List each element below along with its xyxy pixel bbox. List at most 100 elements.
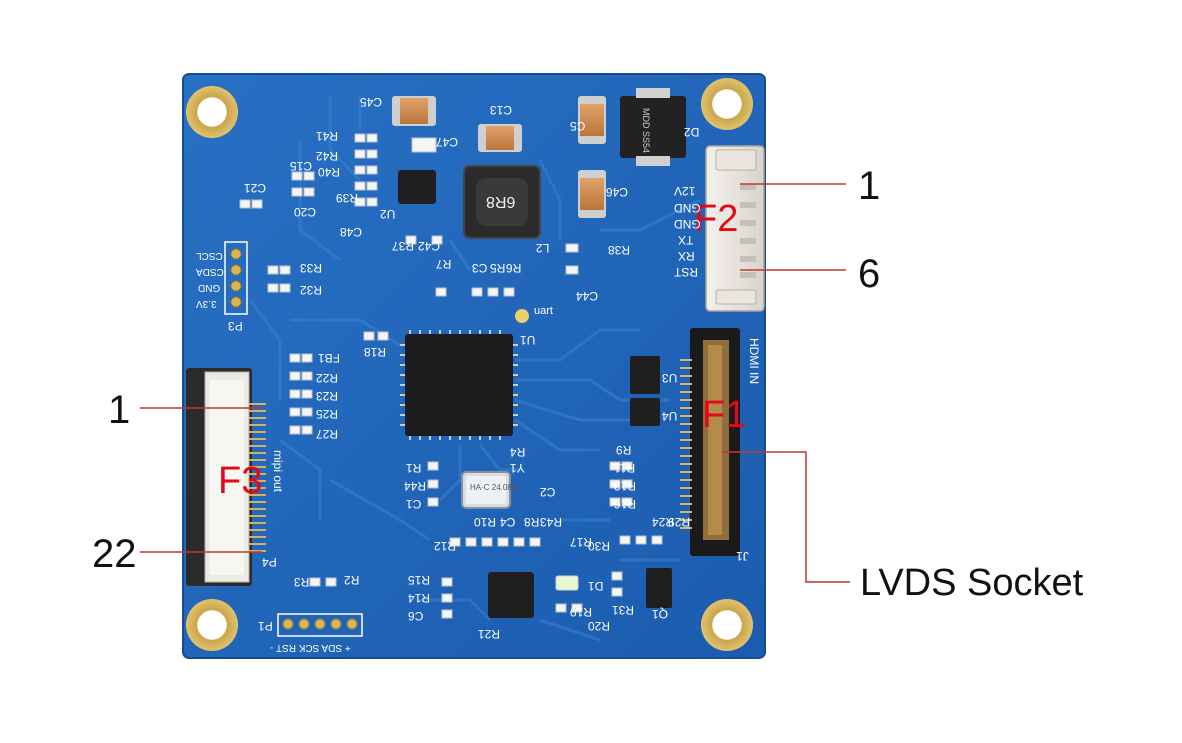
silk-ref-r23: R23 <box>316 389 339 403</box>
uart-testpad <box>515 309 529 323</box>
silk-ref-c45: C45 <box>360 95 383 109</box>
silk-ref-r9: R9 <box>616 443 632 457</box>
silk-ref-c48: C48 <box>340 225 363 239</box>
silk-ref-c13: C13 <box>490 103 513 117</box>
f2-pin-1-callout: 1 <box>858 164 881 208</box>
silk-ref-p4: P4 <box>262 555 277 569</box>
f2-label: F2 <box>694 198 739 240</box>
capacitor-c46 <box>578 170 606 218</box>
silk-ref-c3: C3 <box>472 261 488 275</box>
silk-ref-r25: R25 <box>316 407 339 421</box>
silk-ref-r19: R19 <box>570 605 593 619</box>
capacitor-c13 <box>478 124 522 152</box>
silk-ref-fb1: FB1 <box>318 351 341 365</box>
capacitor-c45 <box>392 96 436 126</box>
silk-ref-c44: C44 <box>576 289 599 303</box>
silk-mipi-out: mipi out <box>271 450 285 493</box>
silk-ref-r32: R32 <box>300 283 323 297</box>
silk-p1: P1 <box>258 619 273 633</box>
regulator-u2 <box>398 170 436 204</box>
silk-ref-r42: R42 <box>316 149 339 163</box>
mount-hole-br <box>701 599 753 651</box>
silk-ref-c20: C20 <box>294 205 317 219</box>
silk-hdmi-in: HDMI IN <box>747 338 761 384</box>
silk-ref-r33: R33 <box>300 261 323 275</box>
silk-ref-c42: C42 <box>418 239 441 253</box>
transistor-q1 <box>646 568 672 608</box>
silk-crystal: HA-C 24.0858 <box>470 483 521 492</box>
silk-ref-r11: R11 <box>614 461 636 475</box>
silk-ref-r21: R21 <box>478 627 501 641</box>
smd-passives <box>239 133 663 619</box>
lvds-socket-callout: LVDS Socket <box>860 562 1084 604</box>
silk-ref-r7: R7 <box>436 257 452 271</box>
diode-d2 <box>620 96 686 158</box>
f1-label: F1 <box>702 394 747 436</box>
silk-uart-tx: TX <box>678 233 694 247</box>
inductor-l2 <box>463 165 541 239</box>
header-p3 <box>230 248 242 308</box>
silk-ref-u1: U1 <box>520 333 536 347</box>
silk-uart-rx: RX <box>678 249 695 263</box>
silk-ref-c47: C47 <box>436 135 459 149</box>
silk-ref-c6: C6 <box>408 609 424 623</box>
f3-pin-22-callout: 22 <box>92 532 137 576</box>
silk-p3: P3 <box>228 319 243 333</box>
silk-uart: uart <box>534 305 553 317</box>
silk-ref-r27: R27 <box>316 427 339 441</box>
silk-ref-r24: R24 <box>652 515 675 529</box>
silk-ref-r18: R18 <box>364 345 387 359</box>
silk-ref-u3: U3 <box>662 371 678 385</box>
silk-ref-r38: R38 <box>608 243 631 257</box>
silk-uart-rst: RST <box>674 265 698 279</box>
f3-label: F3 <box>218 460 263 502</box>
silk-p1-pins: + SDA SCK RST - <box>270 642 351 653</box>
silk-ref-c1: C1 <box>406 497 422 511</box>
silk-ref-u2: U2 <box>380 207 396 221</box>
silk-ref-r4: R4 <box>510 445 526 459</box>
crystal-y1 <box>461 471 511 509</box>
f3-connector <box>186 368 266 586</box>
pcb-traces <box>248 95 701 642</box>
silk-uart-gnd1: GND <box>674 201 701 215</box>
silk-ref-c15: C15 <box>290 159 313 173</box>
silk-ref-j1: J1 <box>736 549 749 563</box>
silk-ref-q1: Q1 <box>652 607 669 621</box>
silk-ref-r2: R2 <box>344 573 360 587</box>
callout-lines <box>140 183 850 583</box>
silk-ref-c5: C5 <box>570 119 586 133</box>
silk-diode: MDD SS54 <box>641 108 651 154</box>
silk-ref-r5: R5 <box>490 261 506 275</box>
silk-uart-gnd2: GND <box>674 217 701 231</box>
silk-ref-r13: R13 <box>614 479 637 493</box>
ic-u3 <box>630 356 660 394</box>
silk-p3-33v: 3.3V <box>196 298 217 309</box>
ic-u4 <box>630 398 660 426</box>
mount-hole-tr <box>701 78 753 130</box>
ic-u2-bottom <box>488 572 534 618</box>
capacitor-c5 <box>578 96 606 144</box>
silk-ref-c4: C4 <box>500 515 516 529</box>
silk-ref-d1: D1 <box>588 579 604 593</box>
silk-ref-r8: R8 <box>524 515 540 529</box>
silk-ref-r39: R39 <box>336 191 359 205</box>
silk-ref-r15: R15 <box>408 573 431 587</box>
silk-ref-r41: R41 <box>316 129 339 143</box>
silk-inductor: 6R8 <box>486 193 516 210</box>
silk-ref-r1: R1 <box>406 461 422 475</box>
mount-hole-bl <box>186 599 238 651</box>
f3-pin-1-callout: 1 <box>108 388 131 432</box>
silk-p3-gnd: GND <box>198 282 221 293</box>
lvds-socket <box>680 328 740 556</box>
silk-ref-r17: R17 <box>570 535 593 549</box>
silk-ref-r44: R44 <box>404 479 427 493</box>
silk-ref-r14: R14 <box>408 591 431 605</box>
header-p1 <box>282 618 358 630</box>
silk-p3-csda: CSDA <box>196 266 224 277</box>
silk-uart-12v: 12V <box>674 184 696 198</box>
f2-pin-6-callout: 6 <box>858 252 881 296</box>
mount-hole-tl <box>186 86 238 138</box>
silk-ref-r31: R31 <box>612 603 635 617</box>
